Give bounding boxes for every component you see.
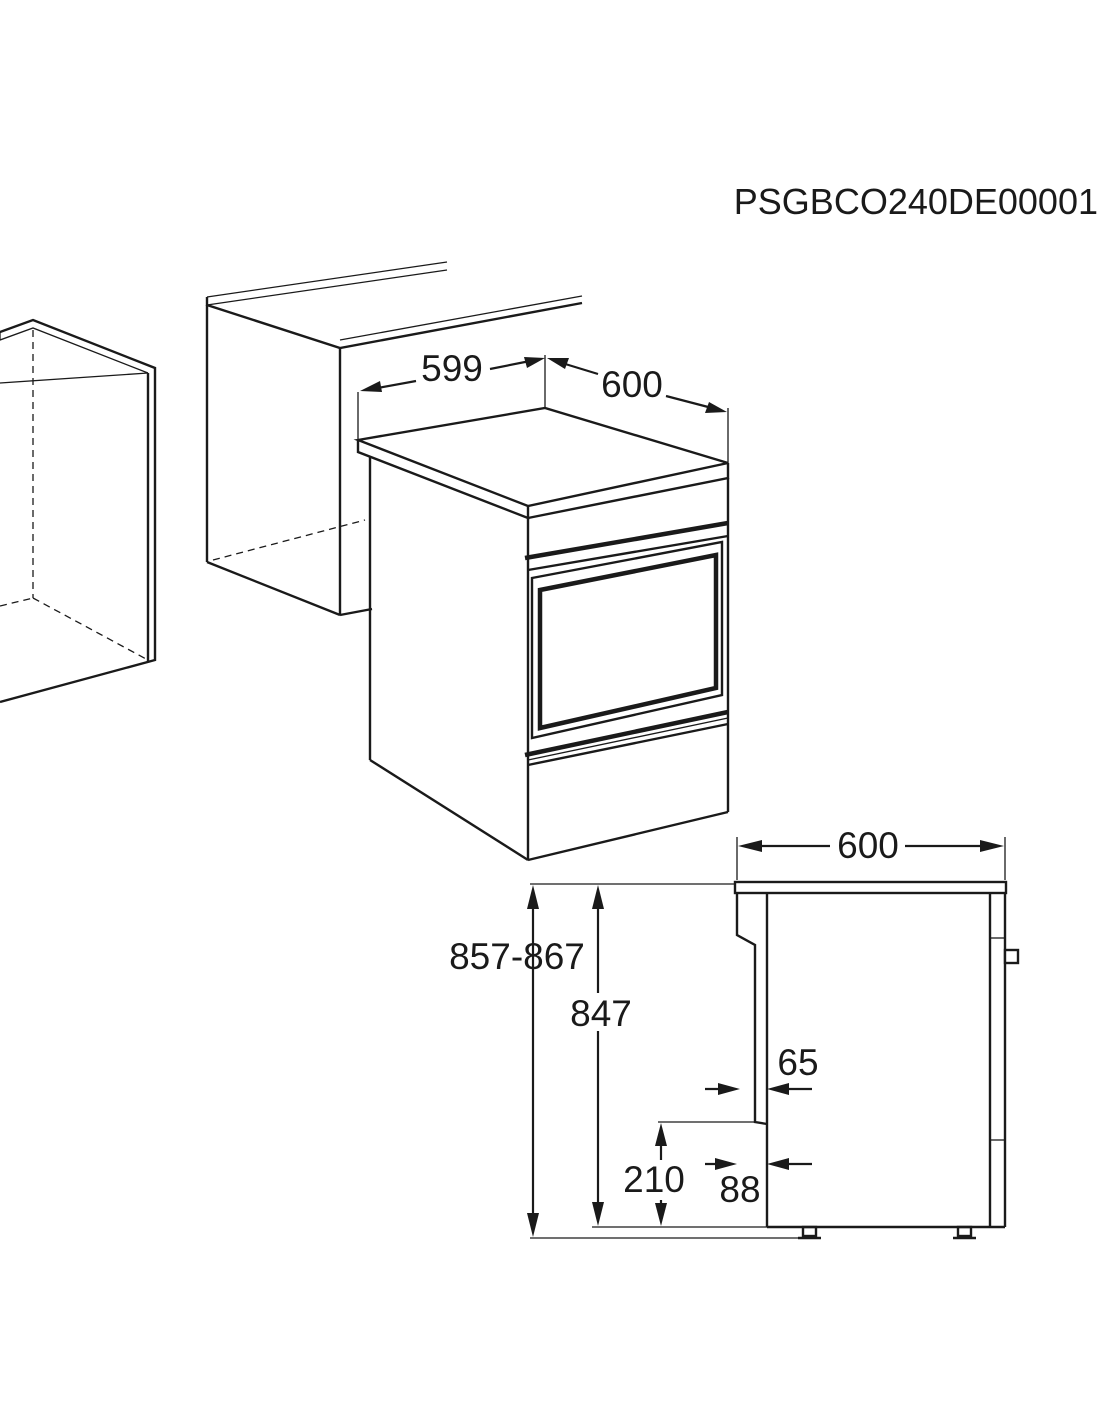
dimension-top-depth: 600 xyxy=(547,358,729,463)
dimension-side-depth: 600 xyxy=(736,825,1006,880)
label-recess-depth: 65 xyxy=(777,1042,818,1083)
cooker-isometric xyxy=(353,406,730,862)
cooker-side-view xyxy=(733,880,1020,1240)
dimension-top-width: 599 xyxy=(357,348,546,440)
dimension-body-height: 847 xyxy=(565,885,767,1228)
label-side-depth: 600 xyxy=(837,825,899,866)
label-overall-height: 857-867 xyxy=(449,936,585,977)
label-top-depth: 600 xyxy=(601,364,663,405)
dimension-plinth-height: 210 xyxy=(623,1121,755,1226)
left-cabinet xyxy=(0,318,157,704)
document-code: PSGBCO240DE00001 xyxy=(734,181,1098,222)
label-body-height: 847 xyxy=(570,993,632,1034)
dimension-overall-height: 857-867 xyxy=(449,883,803,1239)
label-plinth-depth: 88 xyxy=(719,1169,760,1210)
dimension-recess-depth: 65 xyxy=(705,1042,819,1095)
right-cabinet xyxy=(205,261,583,617)
label-plinth-height: 210 xyxy=(623,1159,685,1200)
dimension-plinth-depth: 88 xyxy=(705,1158,812,1210)
label-top-width: 599 xyxy=(421,348,483,389)
